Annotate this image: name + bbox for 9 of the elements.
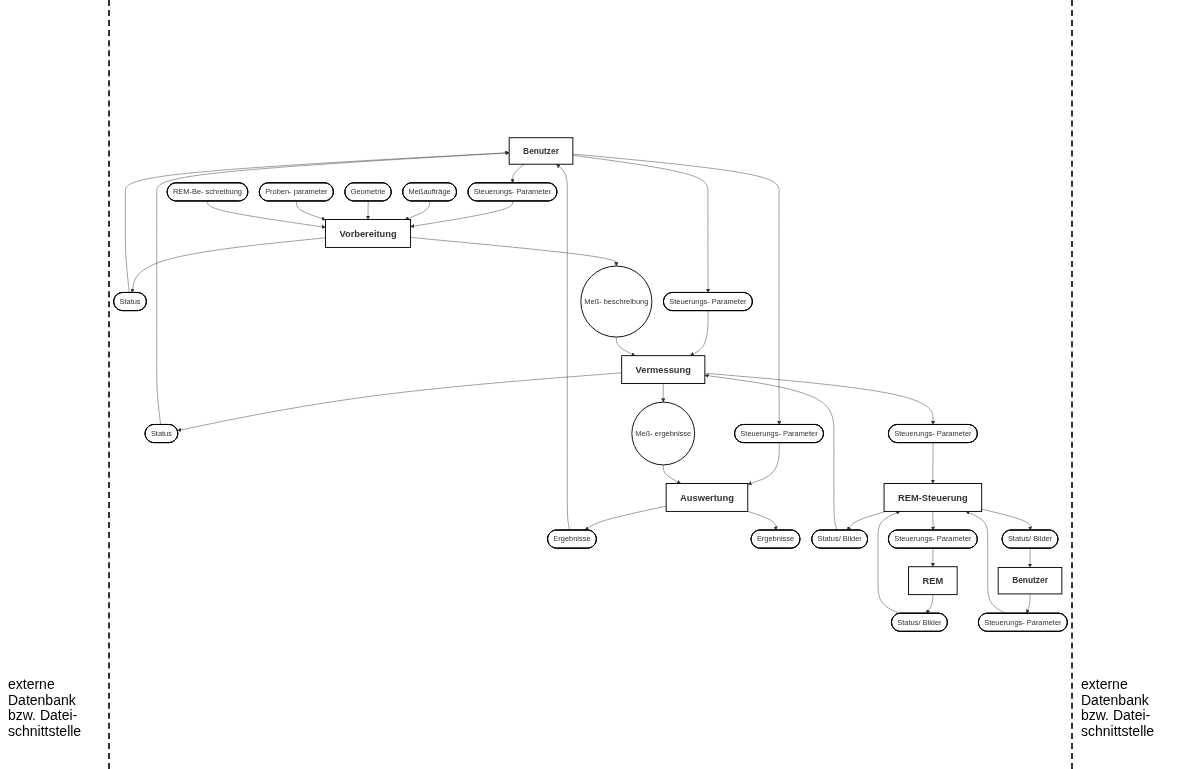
side-note: externe Datenbank bzw. Datei- schnittstelle	[8, 677, 83, 739]
node-box: Vorbereitung	[325, 219, 412, 248]
node-box: REM-Steuerung	[883, 483, 983, 512]
node-box: Benutzer	[508, 137, 574, 165]
node-box: REM	[908, 566, 958, 596]
side-note: externe Datenbank bzw. Datei- schnittstelle	[1081, 677, 1156, 739]
node-box: Benutzer	[997, 566, 1063, 595]
node-box: Vermessung	[621, 355, 706, 384]
node-box: Auswertung	[665, 483, 749, 512]
